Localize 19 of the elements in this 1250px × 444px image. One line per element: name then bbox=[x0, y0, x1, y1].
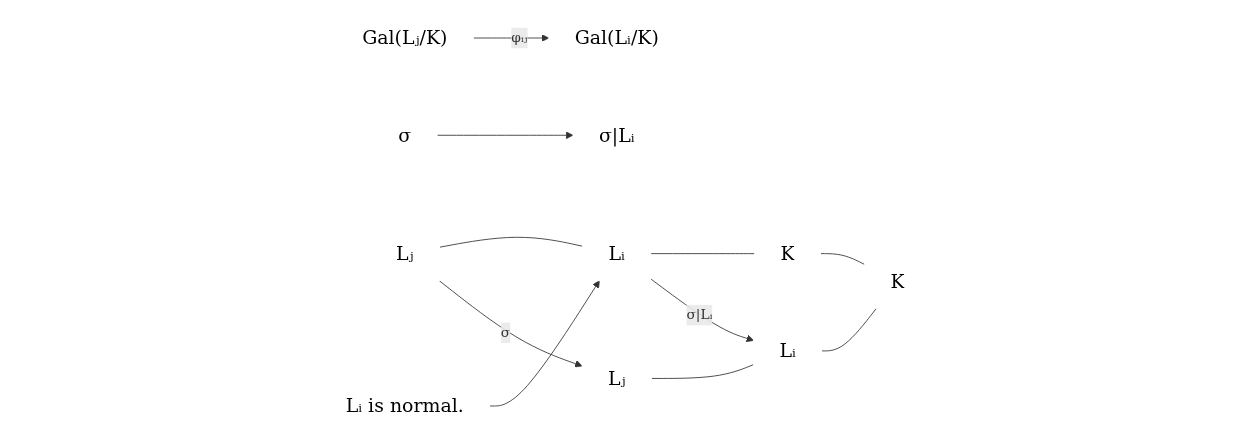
edge-label: σ|Lᵢ bbox=[686, 306, 713, 323]
node-text: Lᵢ is normal. bbox=[345, 395, 464, 417]
node-text: Gal(Lᵢ/K) bbox=[574, 27, 659, 49]
node-text: σ bbox=[398, 124, 412, 147]
connector bbox=[819, 253, 865, 265]
node-text: Lᵢ bbox=[779, 340, 796, 362]
connector bbox=[650, 253, 755, 255]
edge-label: σ bbox=[500, 324, 511, 341]
node-text: Lⱼ bbox=[395, 242, 414, 265]
node-text: Gal(Lⱼ/K) bbox=[361, 27, 448, 49]
node-text: K bbox=[780, 242, 795, 265]
edge-label: φᵢⱼ bbox=[511, 29, 528, 46]
node-text: Lⱼ bbox=[607, 367, 626, 390]
node-text: σ|Lᵢ bbox=[598, 124, 635, 147]
connector bbox=[438, 236, 583, 248]
node-text: K bbox=[890, 270, 905, 292]
node-text: Lᵢ bbox=[608, 242, 625, 265]
connector bbox=[821, 307, 877, 352]
connector bbox=[650, 364, 754, 379]
